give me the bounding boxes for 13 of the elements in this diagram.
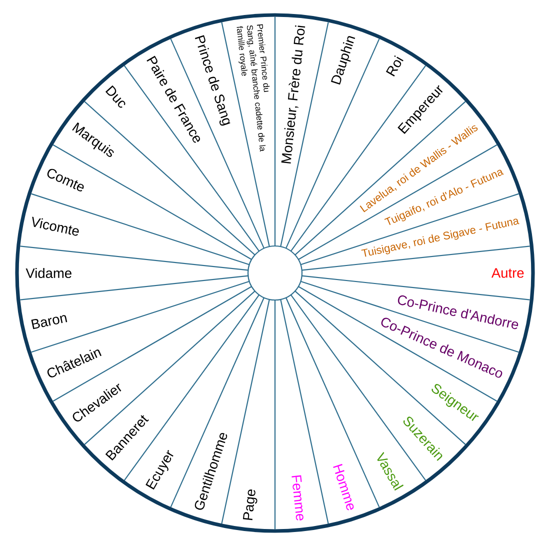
- segment-label: Baron: [31, 315, 68, 330]
- segment-label: Duc: [105, 85, 126, 108]
- segment-label: Monsieur, Frère du Roi: [281, 25, 306, 164]
- segment-label: Vidame: [26, 268, 72, 278]
- segment-label: Roi: [386, 55, 404, 76]
- segment-label: Comte: [47, 168, 84, 192]
- segment-label: Homme: [333, 464, 354, 510]
- segment-label: Autre: [491, 268, 524, 278]
- segment-label: Premier Prince du Sang, aîné branche cadette de la famille royale: [236, 24, 270, 152]
- segment-label: Page: [242, 490, 258, 520]
- segment-label: Prince de Sang: [194, 35, 230, 126]
- segment-label: Femme: [292, 475, 304, 520]
- segment-label: Vicomte: [32, 216, 79, 236]
